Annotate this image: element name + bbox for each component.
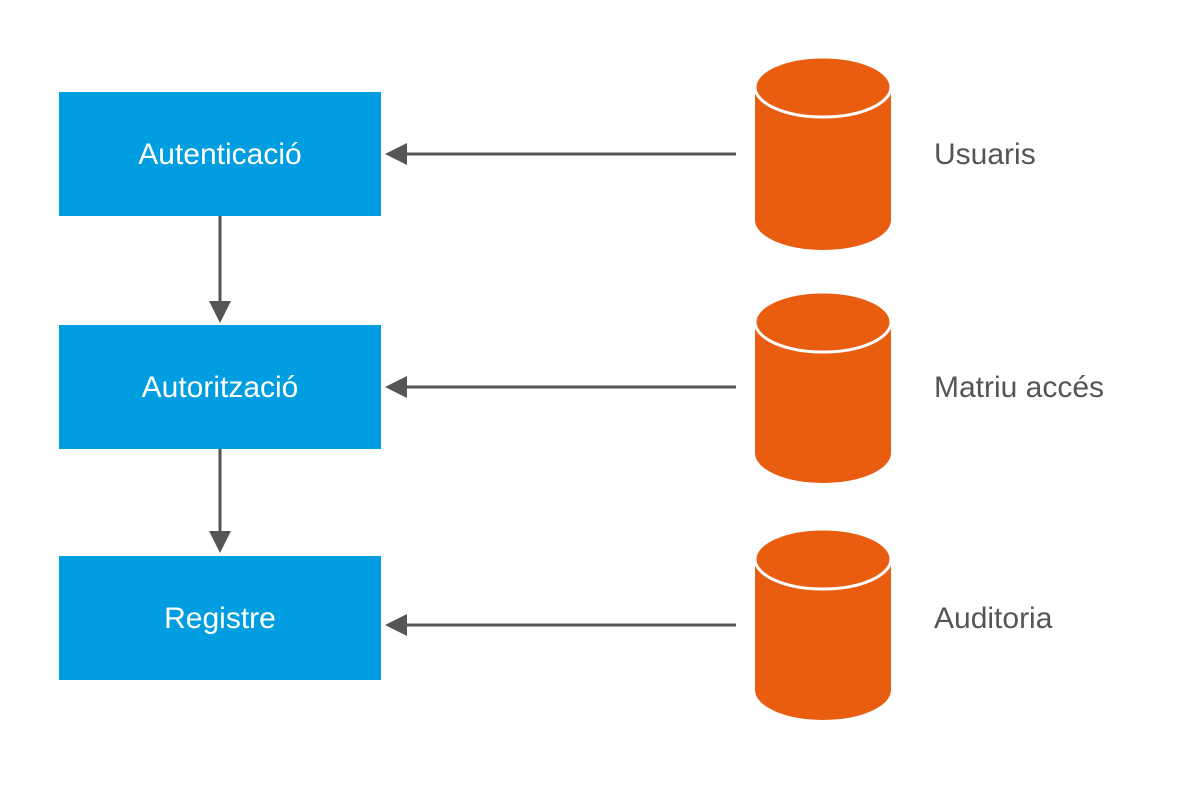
database-label: Auditoria — [934, 602, 1053, 635]
arrow-left-icon — [385, 376, 407, 398]
arrow-down-icon — [209, 531, 231, 553]
database-label: Usuaris — [934, 138, 1036, 171]
process-box-autenticacio: Autenticació — [59, 92, 381, 216]
data-arrow-matriu-acces — [385, 376, 736, 398]
flow-arrow-autenticacio-to-autoritzacio — [209, 216, 231, 323]
database-auditoria: Auditoria — [753, 527, 1053, 720]
arrow-left-icon — [385, 614, 407, 636]
database-matriu-acces: Matriu accés — [753, 290, 1104, 483]
database-label: Matriu accés — [934, 371, 1104, 404]
data-arrow-usuaris — [385, 143, 736, 165]
database-cylinder-icon — [753, 55, 893, 250]
process-box-registre: Registre — [59, 556, 381, 680]
process-box-autoritzacio: Autorització — [59, 325, 381, 449]
process-label: Autenticació — [138, 138, 301, 171]
database-cylinder-icon — [753, 527, 893, 720]
arrow-down-icon — [209, 301, 231, 323]
process-label: Autorització — [142, 371, 299, 404]
database-cylinder-icon — [753, 290, 893, 483]
arrow-left-icon — [385, 143, 407, 165]
flow-arrow-autoritzacio-to-registre — [209, 449, 231, 553]
data-arrow-auditoria — [385, 614, 736, 636]
database-usuaris: Usuaris — [753, 55, 1036, 250]
process-label: Registre — [164, 602, 276, 635]
